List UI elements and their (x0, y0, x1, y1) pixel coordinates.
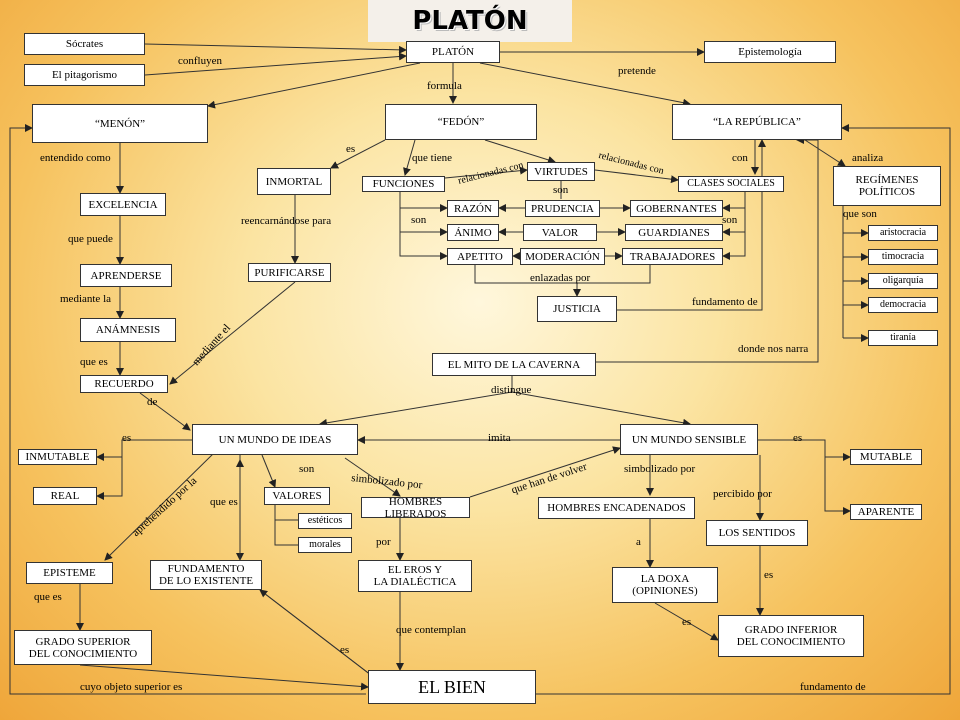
prudencia-node: PRUDENCIA (525, 200, 600, 217)
label-imita: imita (488, 432, 511, 444)
mutable-node: MUTABLE (850, 449, 922, 465)
label-es-fundamento: es (340, 644, 350, 656)
real-node: REAL (33, 487, 97, 505)
label-cuyo-objeto: cuyo objeto superior es (80, 681, 183, 693)
inmutable-node: INMUTABLE (18, 449, 97, 465)
excelencia-node: EXCELENCIA (80, 193, 166, 216)
label-son-ideas: son (299, 463, 315, 475)
timocracia-node: timocracia (868, 249, 938, 265)
recuerdo-node: RECUERDO (80, 375, 168, 393)
mito-caverna-node: EL MITO DE LA CAVERNA (432, 353, 596, 376)
label-con: con (732, 152, 748, 164)
label-de: de (147, 396, 158, 408)
label-es-ideas: es (122, 432, 132, 444)
apetito-node: APETITO (447, 248, 513, 265)
republica-node: “LA REPÚBLICA” (672, 104, 842, 140)
socrates-node: Sócrates (24, 33, 145, 55)
fedon-node: “FEDÓN” (385, 104, 537, 140)
mundo-sensible-node: UN MUNDO SENSIBLE (620, 424, 758, 455)
grado-superior-node: GRADO SUPERIOR DEL CONOCIMIENTO (14, 630, 152, 665)
label-enlazadas-por: enlazadas por (530, 272, 591, 284)
label-por: por (376, 536, 391, 548)
razon-node: RAZÓN (447, 200, 499, 217)
label-que-es-3: que es (34, 591, 62, 603)
gobernantes-node: GOBERNANTES (630, 200, 723, 217)
los-sentidos-node: LOS SENTIDOS (706, 520, 808, 546)
guardianes-node: GUARDIANES (625, 224, 723, 241)
label-fundamento-de-1: fundamento de (692, 296, 758, 308)
clases-sociales-node: CLASES SOCIALES (678, 176, 784, 192)
aparente-node: APARENTE (850, 504, 922, 520)
label-que-es-2: que es (210, 496, 238, 508)
label-analiza: analiza (852, 152, 884, 164)
label-es-doxa: es (682, 616, 692, 628)
justicia-node: JUSTICIA (537, 296, 617, 322)
esteticos-node: estéticos (298, 513, 352, 529)
label-donde-nos-narra: donde nos narra (738, 343, 809, 355)
platon-node: PLATÓN (406, 41, 500, 63)
label-confluyen: confluyen (178, 55, 222, 67)
regimenes-node: REGÍMENES POLÍTICOS (833, 166, 941, 206)
label-a: a (636, 536, 641, 548)
hombres-liberados-node: HOMBRES LIBERADOS (361, 496, 470, 520)
el-bien-node: EL BIEN (368, 670, 536, 704)
label-distingue: distingue (491, 384, 532, 396)
animo-node: ÁNIMO (447, 224, 499, 241)
label-mediante-la: mediante la (60, 293, 112, 305)
epistemologia-node: Epistemología (704, 41, 836, 63)
label-es-sensible: es (793, 432, 803, 444)
trabajadores-node: TRABAJADORES (622, 248, 723, 265)
label-reencarnandose: reencarnándose para (241, 215, 332, 227)
moderacion-node: MODERACIÓN (520, 248, 605, 265)
label-son-clases: son (722, 214, 738, 226)
valores-node: VALORES (264, 487, 330, 505)
virtudes-node: VIRTUDES (527, 162, 595, 181)
funciones-node: FUNCIONES (362, 176, 445, 192)
label-que-es-1: que es (80, 356, 108, 368)
label-es-sentidos: es (764, 569, 774, 581)
label-que-tiene: que tiene (412, 152, 453, 164)
label-son-virtudes: son (553, 184, 569, 196)
aristocracia-node: aristocracia (868, 225, 938, 241)
hombres-encadenados-node: HOMBRES ENCADENADOS (538, 497, 695, 519)
anamnesis-node: ANÁMNESIS (80, 318, 176, 342)
page-title: PLATÓN (368, 0, 572, 42)
label-que-puede: que puede (68, 233, 113, 245)
valor-node: VALOR (523, 224, 597, 241)
morales-node: morales (298, 537, 352, 553)
label-que-contemplan: que contemplan (396, 624, 466, 636)
menon-node: “MENÓN” (32, 104, 208, 143)
democracia-node: democracia (868, 297, 938, 313)
label-percibido-por: percibido por (713, 488, 772, 500)
label-es-fedon: es (346, 143, 356, 155)
label-entendido-como: entendido como (40, 152, 111, 164)
purificarse-node: PURIFICARSE (248, 263, 331, 282)
doxa-node: LA DOXA (OPINIONES) (612, 567, 718, 603)
fundamento-existente-node: FUNDAMENTO DE LO EXISTENTE (150, 560, 262, 590)
oligarquia-node: oligarquía (868, 273, 938, 289)
label-son-funciones: son (411, 214, 427, 226)
pitagorismo-node: El pitagorismo (24, 64, 145, 86)
label-que-son: que son (843, 208, 877, 220)
tirania-node: tiranía (868, 330, 938, 346)
inmortal-node: INMORTAL (257, 168, 331, 195)
label-fundamento-de-2: fundamento de (800, 681, 866, 693)
eros-dialectica-node: EL EROS Y LA DIALÉCTICA (358, 560, 472, 592)
episteme-node: EPISTEME (26, 562, 113, 584)
mundo-ideas-node: UN MUNDO DE IDEAS (192, 424, 358, 455)
aprenderse-node: APRENDERSE (80, 264, 172, 287)
label-simbolizado-por-2: simbolizado por (624, 463, 696, 475)
label-pretende: pretende (618, 65, 656, 77)
grado-inferior-node: GRADO INFERIOR DEL CONOCIMIENTO (718, 615, 864, 657)
label-formula: formula (427, 80, 462, 92)
